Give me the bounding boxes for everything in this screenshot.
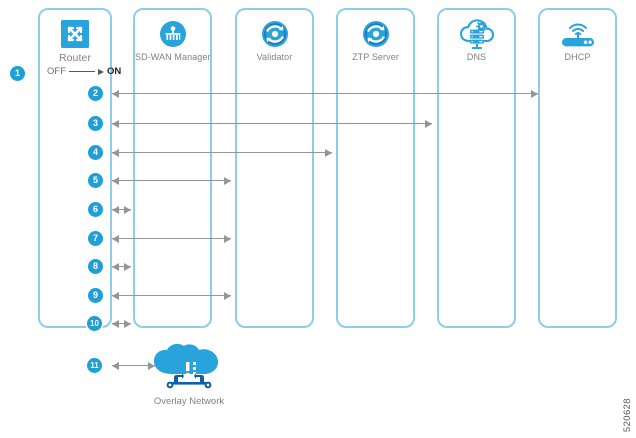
lane-label-validator: Validator xyxy=(256,52,293,62)
flow-arrow-line-11 xyxy=(112,365,155,366)
flow-arrow-line-9 xyxy=(112,295,231,296)
step-badge-6: 6 xyxy=(88,202,103,217)
sdwan-manager-icon xyxy=(135,16,210,52)
flow-arrowhead-left-6 xyxy=(112,205,119,214)
lane-validator: Validator xyxy=(235,8,314,328)
flow-arrowhead-right-6 xyxy=(124,205,131,214)
flow-arrowhead-right-5 xyxy=(224,176,231,185)
power-off-label: OFF xyxy=(47,66,66,77)
overlay-network-group: Overlay Network xyxy=(148,343,230,407)
flow-arrowhead-left-9 xyxy=(112,291,119,300)
flow-arrowhead-right-4 xyxy=(325,148,332,157)
flow-arrowhead-right-3 xyxy=(425,119,432,128)
power-transition-arrowhead xyxy=(98,68,104,75)
dhcp-router-icon xyxy=(540,16,615,52)
flow-arrowhead-right-2 xyxy=(531,89,538,98)
lane-label-dhcp: DHCP xyxy=(564,52,591,62)
flow-arrow-line-2 xyxy=(112,93,538,94)
flow-arrow-line-4 xyxy=(112,152,332,153)
flow-arrow-line-8 xyxy=(112,266,131,267)
flow-arrowhead-left-7 xyxy=(112,234,119,243)
figure-id-label: 520628 xyxy=(622,397,633,432)
overlay-network-label: Overlay Network xyxy=(153,396,225,407)
lane-label-manager: SD-WAN Manager xyxy=(135,52,211,62)
power-transition-line xyxy=(69,71,95,72)
flow-arrowhead-right-7 xyxy=(224,234,231,243)
lane-dhcp: DHCP xyxy=(538,8,617,328)
power-on-label: ON xyxy=(107,66,122,77)
lane-header-manager: SD-WAN Manager xyxy=(135,16,210,62)
step-badge-2: 2 xyxy=(88,86,103,101)
lane-header-dns: DNS xyxy=(439,16,514,62)
router-power-indicator: OFF ON xyxy=(47,66,121,77)
step-badge-11: 11 xyxy=(87,358,102,373)
dns-cloud-icon xyxy=(439,16,514,52)
lane-label-dns: DNS xyxy=(466,52,487,62)
step-badge-3: 3 xyxy=(88,116,103,131)
flow-arrowhead-left-11 xyxy=(112,361,119,370)
lane-label-router: Router xyxy=(58,52,92,64)
step-badge-10: 10 xyxy=(87,316,102,331)
step-badge-4: 4 xyxy=(88,145,103,160)
lane-header-router: Router xyxy=(40,16,110,64)
flow-arrowhead-right-9 xyxy=(224,291,231,300)
step-badge-5: 5 xyxy=(88,173,103,188)
flow-arrow-line-3 xyxy=(112,123,432,124)
step-badge-8: 8 xyxy=(88,259,103,274)
router-crossbar-icon xyxy=(40,16,110,52)
lane-router: Router xyxy=(38,8,112,328)
flow-arrowhead-left-10 xyxy=(112,319,119,328)
step-badge-9: 9 xyxy=(88,288,103,303)
flow-arrow-line-5 xyxy=(112,180,231,181)
flow-arrowhead-left-8 xyxy=(112,262,119,271)
flow-arrow-line-7 xyxy=(112,238,231,239)
lane-header-ztp: ZTP Server xyxy=(338,16,413,62)
lane-ztp: ZTP Server xyxy=(336,8,415,328)
flow-arrow-line-10 xyxy=(112,323,131,324)
lane-label-ztp: ZTP Server xyxy=(352,52,399,62)
step-badge-1: 1 xyxy=(10,66,25,81)
step-badge-7: 7 xyxy=(88,231,103,246)
flow-arrowhead-right-11 xyxy=(148,361,155,370)
validator-icon xyxy=(237,16,312,52)
lane-header-dhcp: DHCP xyxy=(540,16,615,62)
flow-arrowhead-left-5 xyxy=(112,176,119,185)
flow-arrowhead-right-8 xyxy=(124,262,131,271)
overlay-network-cloud-icon xyxy=(148,343,230,395)
flow-arrowhead-left-2 xyxy=(112,89,119,98)
lane-dns: DNS xyxy=(437,8,516,328)
ztp-server-icon xyxy=(338,16,413,52)
lane-header-validator: Validator xyxy=(237,16,312,62)
flow-arrow-line-6 xyxy=(112,209,131,210)
flow-arrowhead-left-4 xyxy=(112,148,119,157)
lane-manager: SD-WAN Manager xyxy=(133,8,212,328)
flow-arrowhead-left-3 xyxy=(112,119,119,128)
flow-arrowhead-right-10 xyxy=(124,319,131,328)
